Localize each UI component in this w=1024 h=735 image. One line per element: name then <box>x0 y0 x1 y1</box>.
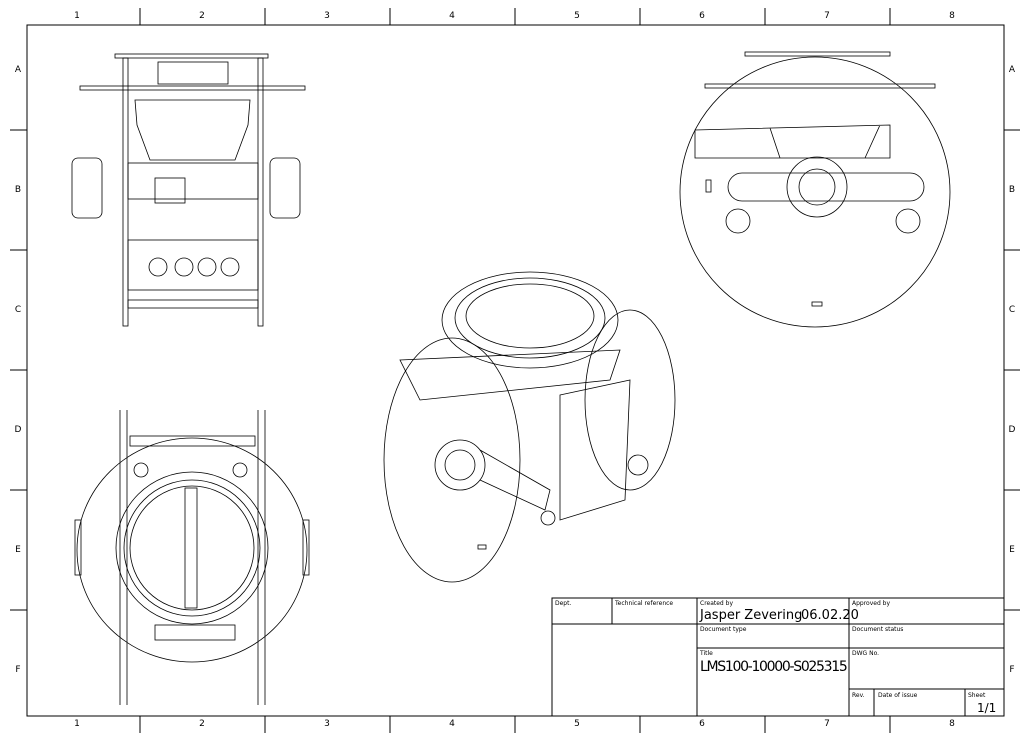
row-label: C <box>1008 305 1016 315</box>
created-date: 06.02.20 <box>801 608 859 623</box>
column-label: 3 <box>324 11 330 21</box>
title-label: Title <box>700 650 713 657</box>
row-label: C <box>14 305 22 315</box>
row-label: B <box>14 185 22 195</box>
column-label: 7 <box>824 11 830 21</box>
row-label: B <box>1008 185 1016 195</box>
drawing-title: LMS100-10000-S025315 <box>700 659 848 675</box>
rev-label: Rev. <box>852 692 865 699</box>
technical-reference-label: Technical reference <box>615 600 674 607</box>
row-label: A <box>1008 65 1016 75</box>
column-label: 4 <box>449 11 455 21</box>
created-by-name: Jasper Zevering <box>700 608 803 623</box>
row-label: D <box>1008 425 1016 435</box>
dwg-no-label: DWG No. <box>852 650 880 657</box>
column-label: 2 <box>199 719 205 729</box>
column-label: 1 <box>74 719 80 729</box>
row-label: D <box>14 425 22 435</box>
column-label: 8 <box>949 719 955 729</box>
document-type-label: Document type <box>700 626 747 633</box>
row-label: F <box>1009 665 1015 675</box>
column-label: 6 <box>699 719 705 729</box>
sheet-label: Sheet <box>968 692 986 699</box>
side-view <box>679 51 951 328</box>
row-label: E <box>15 545 21 555</box>
column-label: 8 <box>949 11 955 21</box>
sheet-number: 1/1 <box>977 701 997 715</box>
column-label: 2 <box>199 11 205 21</box>
row-label: A <box>14 65 22 75</box>
date-of-issue-label: Date of issue <box>878 692 918 699</box>
column-label: 1 <box>74 11 80 21</box>
column-label: 5 <box>574 719 580 729</box>
created-by-label: Created by <box>700 600 734 607</box>
top-view <box>74 410 310 705</box>
document-status-label: Document status <box>852 626 904 633</box>
dept-label: Dept. <box>555 600 572 607</box>
row-label: F <box>15 665 21 675</box>
zone-ticks <box>10 8 1020 733</box>
isometric-view <box>383 271 676 583</box>
column-label: 5 <box>574 11 580 21</box>
column-label: 4 <box>449 719 455 729</box>
title-block-grid <box>551 597 1005 717</box>
approved-by-label: Approved by <box>852 600 891 607</box>
column-label: 3 <box>324 719 330 729</box>
column-label: 7 <box>824 719 830 729</box>
row-label: E <box>1009 545 1015 555</box>
front-view <box>71 53 306 327</box>
column-label: 6 <box>699 11 705 21</box>
